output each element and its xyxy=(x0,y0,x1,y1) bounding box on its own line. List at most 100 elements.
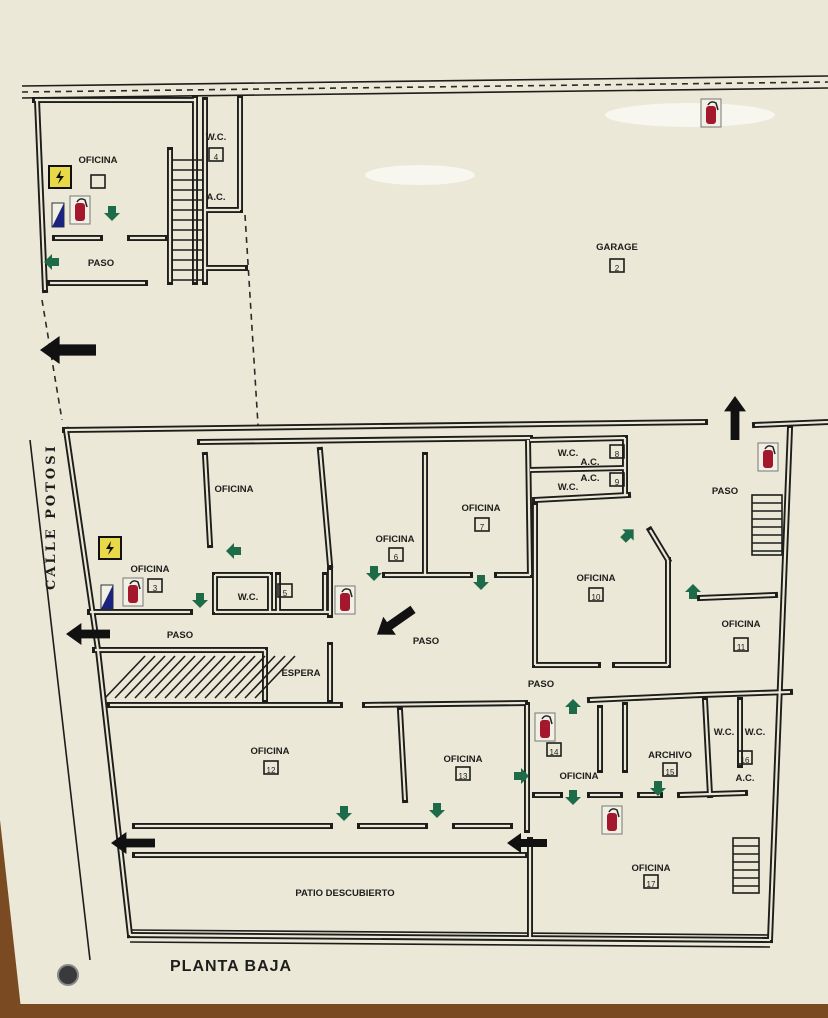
hatch-line xyxy=(104,655,146,699)
room-number-boxes xyxy=(90,147,753,889)
room-number-box xyxy=(662,762,678,777)
emergency-light-icon xyxy=(51,202,65,228)
room-number: 12 xyxy=(267,766,276,775)
wall-inner xyxy=(703,699,712,796)
emergency-light-icon xyxy=(100,584,114,610)
room-label: OFICINA xyxy=(78,155,117,166)
room-number-box xyxy=(609,258,625,273)
electrical-panel-icon xyxy=(98,536,122,560)
evacuation-arrow-icon xyxy=(44,254,59,270)
room-label: A.C. xyxy=(581,473,600,484)
room-number: 16 xyxy=(741,756,750,765)
room-label: A.C. xyxy=(207,192,226,203)
fire-extinguisher-icon xyxy=(534,712,556,742)
emergency-exit-arrow-icon xyxy=(376,605,416,635)
plan-title: PLANTA BAJA xyxy=(170,958,292,975)
room-label: OFICINA xyxy=(250,746,289,757)
fire-extinguisher-icon xyxy=(601,805,623,835)
hatch-line xyxy=(154,655,196,699)
room-label: W.C. xyxy=(745,727,766,738)
room-number: 10 xyxy=(592,593,601,602)
hatch-line xyxy=(234,655,276,699)
room-number: 3 xyxy=(153,584,158,593)
evacuation-arrow-icon xyxy=(620,529,634,543)
evacuation-arrow-icon xyxy=(429,803,445,818)
hatch-line xyxy=(124,655,166,699)
room-label: ESPERA xyxy=(281,668,320,679)
stair-outline xyxy=(751,494,783,556)
wall-inner xyxy=(64,429,100,651)
room-label: OFICINA xyxy=(631,863,670,874)
room-label: OFICINA xyxy=(576,573,615,584)
stairs-right xyxy=(751,494,783,556)
room-number-box xyxy=(147,578,163,593)
room-number-box xyxy=(546,742,562,757)
emergency-exit-arrow-icon xyxy=(40,336,96,364)
wall-inner xyxy=(679,791,746,797)
room-label: PASO xyxy=(413,636,439,647)
fire-extinguisher-icon xyxy=(700,98,722,128)
fire-extinguisher-icon xyxy=(69,195,91,225)
wall-inner xyxy=(96,649,132,936)
stairs-bottom-right xyxy=(732,837,760,894)
hatch-line xyxy=(174,655,216,699)
room-number: 13 xyxy=(459,772,468,781)
room-label: OFICINA xyxy=(721,619,760,630)
wall-inner xyxy=(398,709,407,801)
hatch-line xyxy=(134,655,176,699)
hatch-line xyxy=(244,655,286,699)
hatch-line xyxy=(184,655,226,699)
wall-inner xyxy=(35,99,47,291)
room-labels: OFICINA W.C. 4 A.C. PASO GARAGE 2 OFICIN… xyxy=(78,132,765,899)
wall-inner xyxy=(129,933,771,942)
wall-inner xyxy=(364,701,526,707)
room-label: GARAGE xyxy=(596,242,638,253)
room-number-box xyxy=(737,750,753,765)
evacuation-arrow-icon xyxy=(473,575,489,590)
wall-inner xyxy=(534,493,629,502)
emergency-exit-arrow-icon xyxy=(111,832,155,854)
stairs-top xyxy=(172,159,203,281)
evacuation-arrow-icon xyxy=(366,566,382,581)
wall-inner xyxy=(649,529,669,561)
wall-inner xyxy=(699,690,791,697)
room-label: PASO xyxy=(167,630,193,641)
room-number: 9 xyxy=(615,478,620,487)
room-number-box xyxy=(643,874,659,889)
hatch-line xyxy=(204,655,246,699)
room-label: W.C. xyxy=(206,132,227,143)
emergency-exit-arrow-icon xyxy=(66,623,110,645)
glare xyxy=(605,103,775,127)
room-number-box xyxy=(455,766,471,781)
fire-extinguisher-icon xyxy=(757,442,779,472)
hatch-line xyxy=(214,655,256,699)
wall-inner xyxy=(529,466,626,472)
room-label: PATIO DESCUBIERTO xyxy=(295,888,394,899)
hatch-line xyxy=(114,655,156,699)
room-number: 11 xyxy=(737,643,746,652)
room-number: 15 xyxy=(666,768,675,777)
room-label: ARCHIVO xyxy=(648,750,692,761)
room-label: PASO xyxy=(712,486,738,497)
room-number: 7 xyxy=(480,523,485,532)
room-number: 14 xyxy=(550,748,559,757)
room-number-box xyxy=(90,174,106,189)
room-number: 4 xyxy=(214,153,219,162)
stair-outline xyxy=(732,837,760,894)
room-number: 2 xyxy=(615,264,620,273)
room-label: PASO xyxy=(528,679,554,690)
hatch-line xyxy=(194,655,236,699)
room-number-box xyxy=(277,583,293,598)
room-label: OFICINA xyxy=(559,771,598,782)
evacuation-arrow-icon xyxy=(192,593,208,608)
glare xyxy=(365,165,475,185)
wall-inner xyxy=(754,420,828,427)
hatch-line xyxy=(164,655,206,699)
room-number: 8 xyxy=(615,450,620,459)
room-label: A.C. xyxy=(736,773,755,784)
wall-inner xyxy=(199,436,531,444)
wall-inner xyxy=(529,436,626,442)
evacuation-arrow-icon xyxy=(226,543,241,559)
